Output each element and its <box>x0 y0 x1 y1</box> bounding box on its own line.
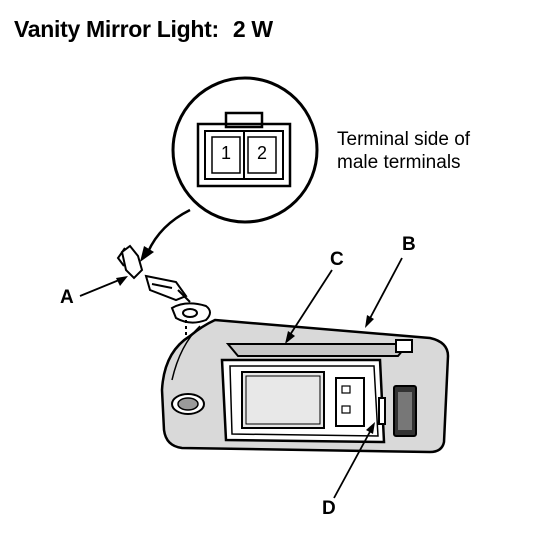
callout-a-label: A <box>60 287 74 308</box>
page-title-label: Vanity Mirror Light: <box>14 16 219 42</box>
inset-caption: Terminal side of male terminals <box>337 128 470 174</box>
callout-c-label: C <box>330 249 344 270</box>
bulb-d <box>378 397 386 425</box>
mirror-cover-c <box>220 339 413 444</box>
connector-inset <box>171 76 319 224</box>
inset-caption-line2: male terminals <box>337 152 461 173</box>
page-title: Vanity Mirror Light: 2 W <box>14 16 273 43</box>
callout-d-label: D <box>322 498 336 519</box>
callout-arrowheads <box>116 276 375 434</box>
terminal-pin-2: 2 <box>257 143 268 163</box>
callout-b-label: B <box>402 234 416 255</box>
vanity-light-lens <box>393 385 417 437</box>
inset-pointer-arrow <box>140 208 191 262</box>
page-title-wattage: 2 W <box>232 16 273 42</box>
callout-leaders <box>79 257 403 499</box>
inset-caption-line1: Terminal side of <box>337 129 471 150</box>
connector-a <box>116 244 191 303</box>
terminal-pin-1: 1 <box>221 143 232 163</box>
